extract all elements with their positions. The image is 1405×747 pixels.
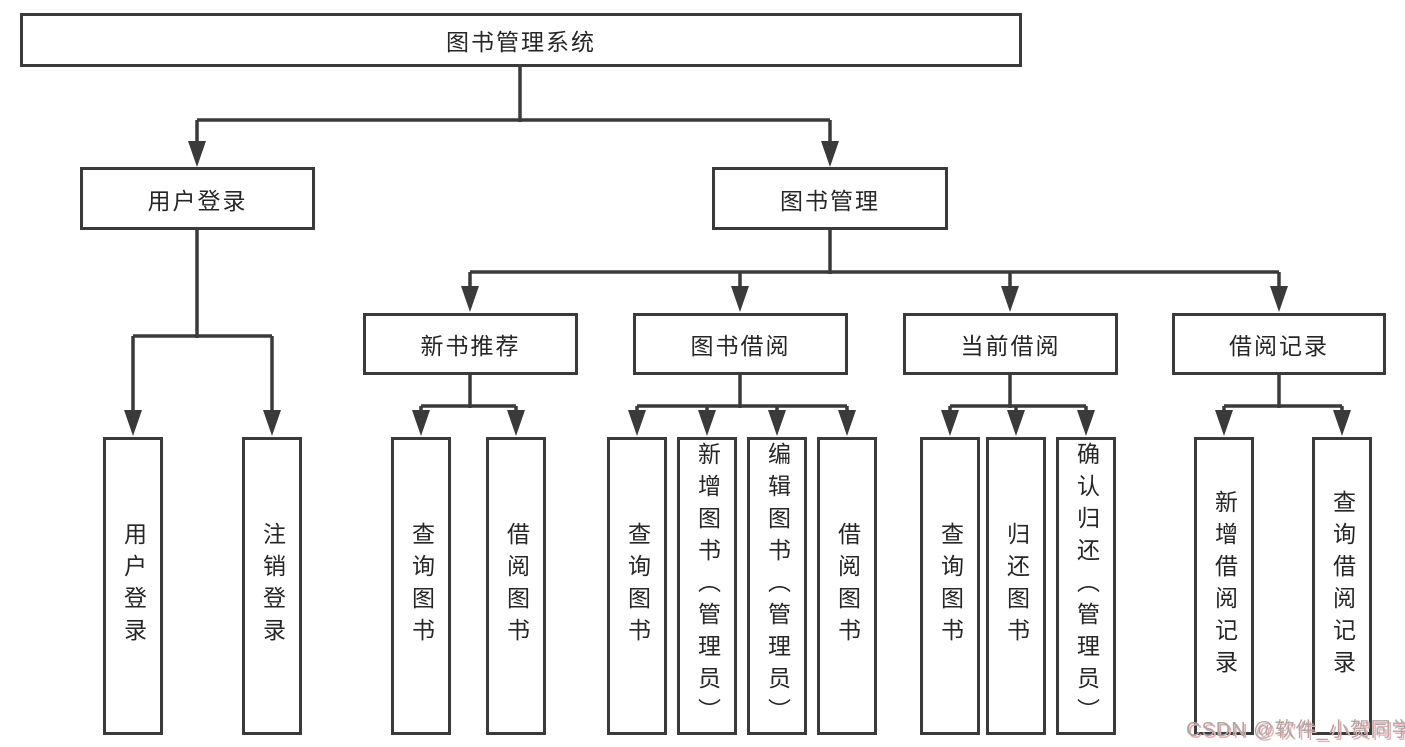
node-label: 借阅图书	[834, 522, 861, 650]
node-book-management: 图书管理	[712, 167, 948, 230]
leaf-return-books: 归还图书	[986, 437, 1046, 735]
leaf-borrow-books-recommend: 借阅图书	[486, 437, 546, 735]
leaf-query-books-borrow: 查询图书	[607, 437, 667, 735]
node-label: 编辑图书（管理员）	[764, 442, 791, 730]
leaf-add-book-admin: 新增图书（管理员）	[677, 437, 737, 735]
node-new-book-recommend: 新书推荐	[363, 313, 578, 375]
arrow-heads	[124, 141, 1351, 436]
node-library-system: 图书管理系统	[20, 13, 1022, 67]
node-label: 图书借阅	[690, 333, 791, 359]
node-label: 新增借阅记录	[1211, 490, 1238, 682]
leaf-query-books-recommend: 查询图书	[391, 437, 451, 735]
node-label: 查询图书	[408, 522, 435, 650]
node-label: 确认归还（管理员）	[1073, 442, 1100, 730]
node-label: 查询借阅记录	[1329, 490, 1356, 682]
node-label: 查询图书	[937, 522, 964, 650]
node-label: 借阅图书	[503, 522, 530, 650]
node-label: 查询图书	[624, 522, 651, 650]
node-book-borrowing: 图书借阅	[633, 313, 848, 375]
leaf-query-books-current: 查询图书	[920, 437, 980, 735]
node-label: 新书推荐	[420, 333, 521, 359]
node-label: 借阅记录	[1229, 333, 1329, 359]
node-label: 用户登录	[120, 522, 147, 650]
node-label: 用户登录	[147, 187, 248, 214]
node-label: 图书管理系统	[446, 29, 596, 55]
node-label: 归还图书	[1003, 522, 1030, 650]
leaf-confirm-return-admin: 确认归还（管理员）	[1056, 437, 1116, 735]
node-label: 当前借阅	[960, 333, 1061, 359]
leaf-user-login: 用户登录	[103, 437, 163, 735]
csdn-watermark: CSDN @软件_小贺同学	[1186, 719, 1405, 741]
leaf-logout-login: 注销登录	[242, 437, 302, 735]
node-label: 注销登录	[259, 522, 286, 650]
leaf-borrow-books: 借阅图书	[817, 437, 877, 735]
leaf-add-borrow-record: 新增借阅记录	[1194, 437, 1254, 735]
node-borrowing-records: 借阅记录	[1172, 313, 1386, 375]
node-label: 新增图书（管理员）	[694, 442, 721, 730]
node-user-login: 用户登录	[80, 167, 315, 230]
node-label: 图书管理	[780, 187, 880, 214]
leaf-query-borrow-record: 查询借阅记录	[1312, 437, 1372, 735]
leaf-edit-book-admin: 编辑图书（管理员）	[747, 437, 807, 735]
node-current-borrowing: 当前借阅	[903, 313, 1118, 375]
